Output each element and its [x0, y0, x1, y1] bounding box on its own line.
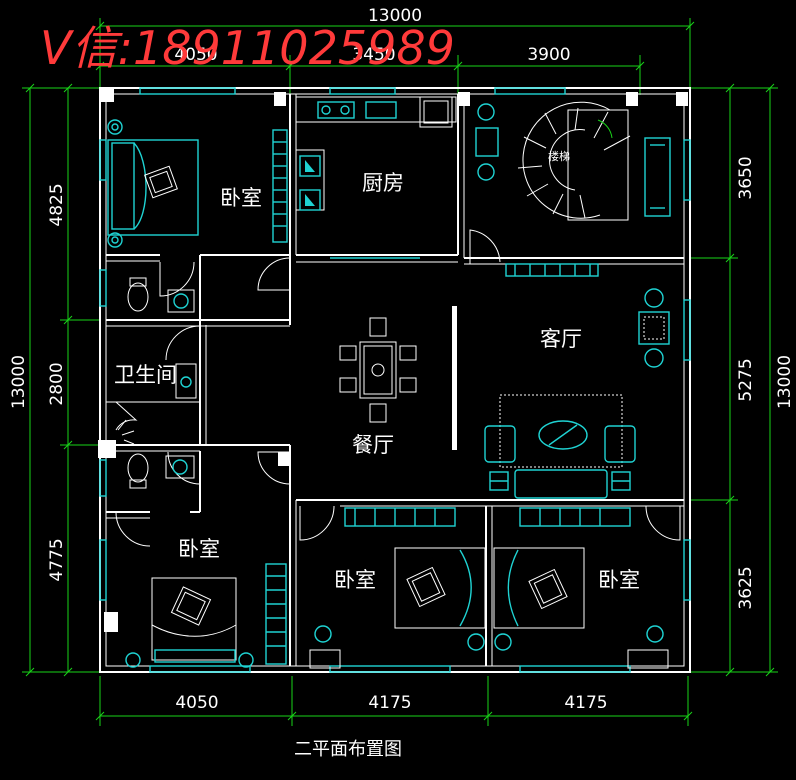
room-bathroom: 卫生间 — [114, 363, 177, 387]
dim-bottom-2: 4175 — [368, 693, 411, 713]
bed-southeast — [493, 507, 669, 669]
bed-sw — [125, 563, 287, 668]
dim-top-2: 3450 — [352, 45, 395, 65]
dim-left-2: 2800 — [47, 362, 67, 405]
room-living: 客厅 — [540, 327, 582, 351]
spiral-stair: 楼梯 — [475, 101, 671, 221]
dim-left-total: 13000 — [9, 355, 29, 409]
dim-bottom-3: 4175 — [564, 693, 607, 713]
room-bedroom-se: 卧室 — [598, 568, 640, 592]
dim-bottom-1: 4050 — [175, 693, 218, 713]
dim-top-1: 4050 — [174, 45, 217, 65]
room-bedroom-sw: 卧室 — [178, 537, 220, 561]
dim-right-3: 3625 — [736, 566, 756, 609]
bathroom-fixtures — [117, 277, 197, 489]
bed-nw — [107, 119, 199, 248]
stairs-label: 楼梯 — [548, 149, 570, 163]
room-dining: 餐厅 — [352, 433, 394, 457]
dim-top-3: 3900 — [527, 45, 570, 65]
watermark-contact: V信:18911025989 — [40, 21, 455, 75]
dining-table — [339, 317, 417, 423]
plan-title: 二平面布置图 — [294, 739, 402, 760]
room-bedroom-s: 卧室 — [334, 568, 376, 592]
dim-left-1: 4825 — [47, 183, 67, 226]
room-kitchen: 厨房 — [362, 171, 404, 195]
bed-south — [309, 507, 486, 669]
living-sofa-set — [484, 263, 670, 499]
dim-right-2: 5275 — [736, 358, 756, 401]
doors — [115, 229, 681, 547]
room-bedroom-nw: 卧室 — [220, 186, 262, 210]
dim-right-total: 13000 — [775, 355, 795, 409]
kitchen-fixtures — [295, 96, 457, 211]
windows — [99, 87, 691, 673]
dim-left-3: 4775 — [47, 538, 67, 581]
dim-right-1: 3650 — [736, 156, 756, 199]
dim-top-total: 13000 — [368, 6, 422, 26]
wardrobe-nw — [272, 129, 288, 243]
dimension-lines — [22, 18, 778, 726]
